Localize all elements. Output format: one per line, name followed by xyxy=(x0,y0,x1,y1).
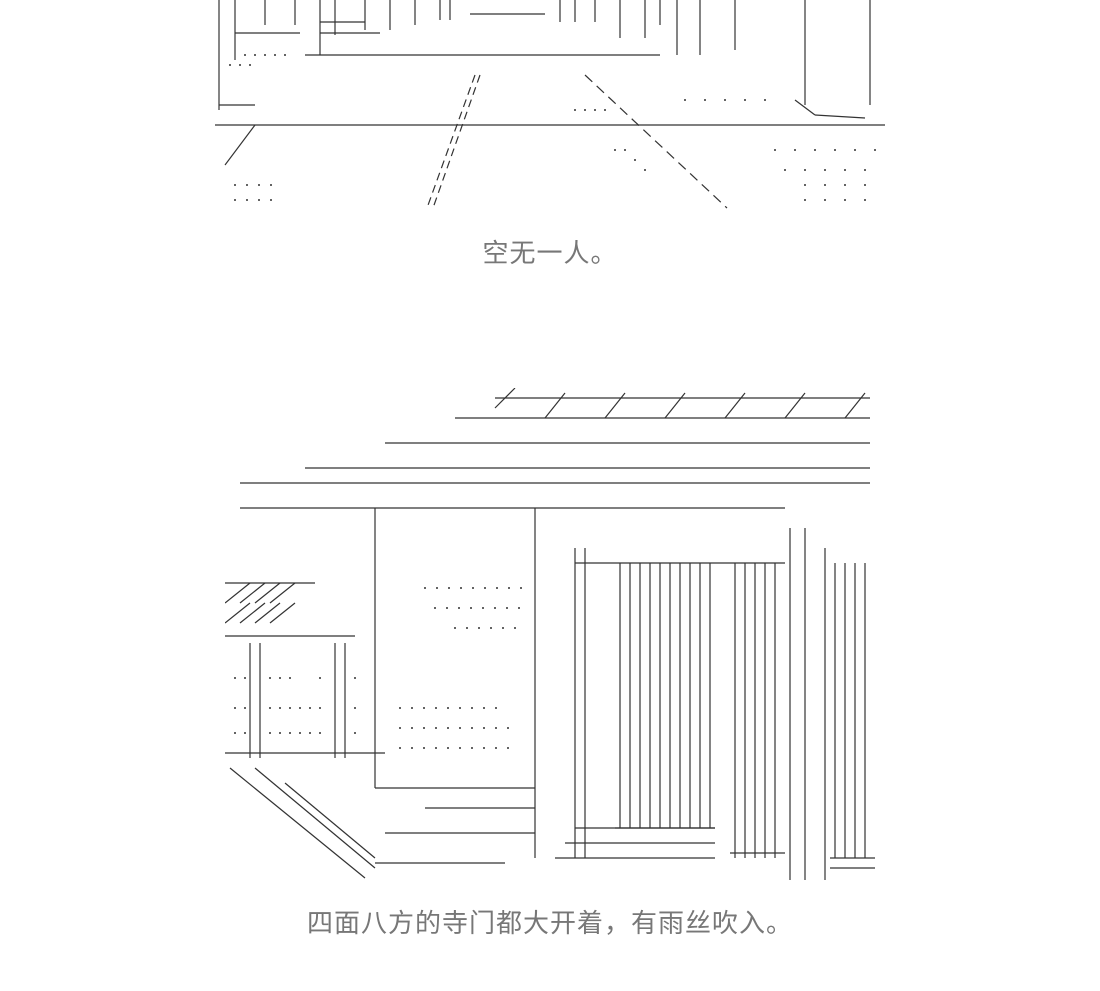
panel-caption: 四面八方的寺门都大开着，有雨丝吹入。 xyxy=(306,909,793,939)
street-scene-drawing xyxy=(215,0,885,209)
temple-pillars xyxy=(374,508,875,880)
ascii-art-street-illustration xyxy=(215,0,885,212)
temple-left-shrine xyxy=(225,582,535,879)
temple-scene-drawing xyxy=(225,388,875,880)
street-buildings xyxy=(215,0,885,209)
panel-caption: 空无一人。 xyxy=(482,239,618,269)
temple-roof xyxy=(240,388,870,509)
temple-texture-dots xyxy=(234,587,522,749)
ascii-art-temple-illustration xyxy=(225,388,875,880)
street-texture-dots xyxy=(229,54,876,201)
